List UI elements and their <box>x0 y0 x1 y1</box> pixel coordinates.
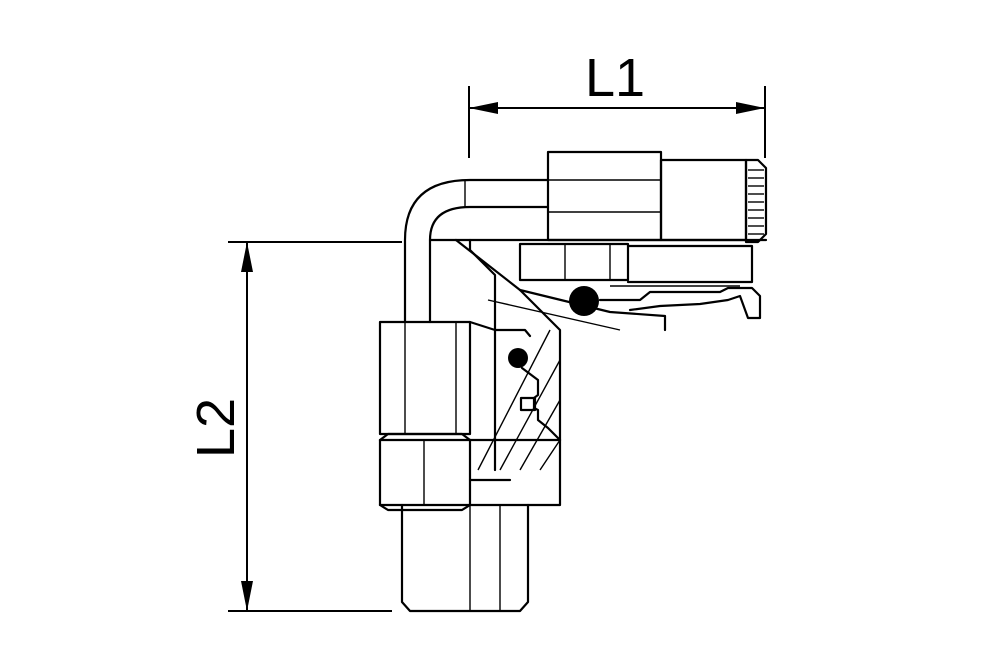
dimension-l1: L1 <box>468 48 766 158</box>
hatch-line-2 <box>477 329 551 471</box>
hatch-line-5 <box>539 439 561 471</box>
hatch-line-4 <box>519 399 561 471</box>
collet-insert <box>626 244 754 284</box>
bore-inner-sleeve <box>518 242 630 282</box>
l1-arrow-left <box>469 102 498 114</box>
l2-arrow-top <box>241 242 253 272</box>
hex-nut <box>378 438 472 507</box>
o-ring-lower <box>508 348 528 368</box>
l2-label: L2 <box>186 398 246 458</box>
thread-stem <box>400 503 530 613</box>
hex-nut-chamfer-top <box>378 432 472 442</box>
elbow-fitting <box>378 150 768 613</box>
retaining-clip <box>519 396 537 412</box>
l1-arrow-right <box>736 102 765 114</box>
vertical-body-left-wall <box>468 320 497 472</box>
hex-nut-section <box>468 438 562 507</box>
elbow-inner-tube <box>428 205 550 324</box>
hatch-line-3 <box>499 359 561 471</box>
collet-sleeve <box>659 158 748 242</box>
release-ring <box>744 158 768 244</box>
l1-label: L1 <box>585 48 645 108</box>
collet-body <box>546 150 663 242</box>
seal-groove <box>520 366 562 442</box>
l2-arrow-bottom <box>241 581 253 611</box>
o-ring-top <box>569 286 599 316</box>
section-step <box>468 238 497 332</box>
inner-step-top <box>493 328 532 338</box>
collet-teeth <box>598 286 762 320</box>
hex-nut-chamfer-bottom <box>378 503 472 512</box>
hatch-line-1 <box>487 299 621 331</box>
release-ring-knurl <box>748 169 764 235</box>
section-bottom-edge <box>518 288 667 332</box>
elbow-outer-tube <box>403 178 550 324</box>
dimension-l2: L2 <box>186 241 402 612</box>
section-outline-inner <box>454 238 562 442</box>
